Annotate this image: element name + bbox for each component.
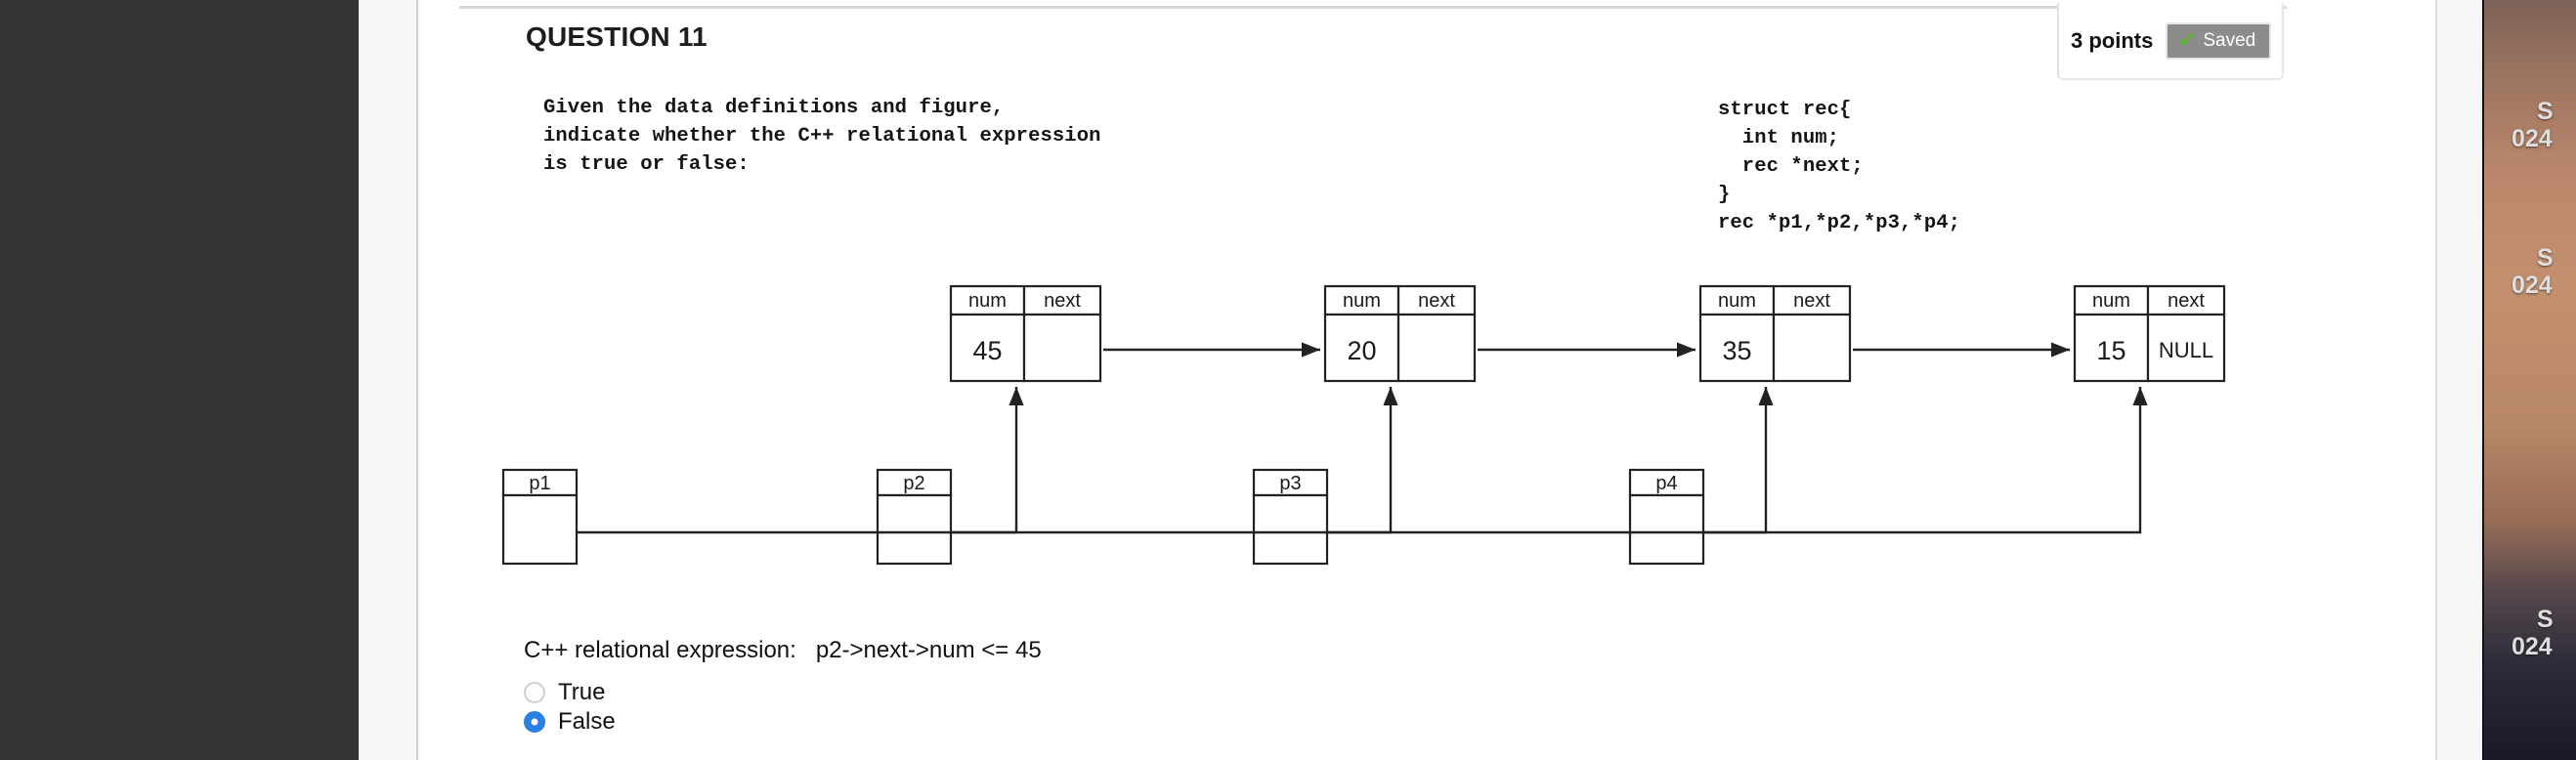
- svg-text:num: num: [2092, 290, 2130, 312]
- svg-text:p4: p4: [1655, 473, 1677, 494]
- quiz-page: QUESTION 11 3 points Saved Given the dat…: [418, 0, 2435, 760]
- svg-text:p1: p1: [529, 473, 550, 494]
- left-gutter: [359, 0, 418, 760]
- expression-value: p2->next->num <= 45: [815, 637, 1042, 663]
- svg-text:35: 35: [1722, 336, 1751, 365]
- svg-text:p3: p3: [1279, 473, 1301, 494]
- option-false[interactable]: False: [524, 708, 616, 736]
- svg-text:next: next: [1793, 290, 1830, 312]
- svg-text:20: 20: [1347, 336, 1376, 365]
- green-check-icon: [2177, 31, 2196, 50]
- page-title: QUESTION 11: [526, 21, 708, 52]
- radio-true[interactable]: [524, 682, 545, 703]
- watermark-text-4: 024: [2512, 272, 2553, 299]
- struct-definition-code: struct rec{ int num; rec *next; } rec *p…: [1718, 99, 1961, 234]
- svg-text:next: next: [2168, 290, 2205, 312]
- watermark-text-5: S: [2537, 606, 2554, 633]
- svg-text:next: next: [1044, 290, 1081, 312]
- svg-text:next: next: [1418, 290, 1455, 312]
- points-label: 3 points: [2071, 27, 2154, 53]
- radio-false[interactable]: [524, 711, 545, 733]
- svg-text:15: 15: [2096, 336, 2125, 365]
- saved-label: Saved: [2203, 29, 2256, 51]
- watermark-text-6: 024: [2512, 633, 2553, 660]
- watermark-text-1: S: [2537, 98, 2554, 125]
- watermark-text-3: S: [2537, 244, 2554, 272]
- watermark-text-2: 024: [2512, 125, 2553, 152]
- option-false-label: False: [558, 708, 616, 735]
- svg-text:num: num: [1343, 290, 1381, 312]
- svg-text:p2: p2: [903, 473, 924, 494]
- svg-text:num: num: [1718, 290, 1756, 312]
- option-true[interactable]: True: [524, 679, 605, 706]
- status-badge: Saved: [2166, 21, 2272, 60]
- svg-text:NULL: NULL: [2159, 338, 2213, 362]
- expression-line: C++ relational expression: p2->next->num…: [524, 637, 1042, 664]
- expression-label: C++ relational expression:: [524, 637, 796, 663]
- question-meta-box: 3 points Saved: [2057, 3, 2284, 80]
- svg-text:45: 45: [972, 336, 1002, 365]
- right-gutter: [2435, 0, 2482, 760]
- top-divider-rule: [459, 6, 2287, 9]
- svg-text:num: num: [968, 290, 1007, 312]
- question-prompt-text: Given the data definitions and figure, i…: [543, 97, 1101, 176]
- option-true-label: True: [558, 679, 606, 705]
- left-dark-rail: [0, 0, 359, 760]
- desktop-background-strip: S 024 S 024 S 024: [2482, 0, 2576, 760]
